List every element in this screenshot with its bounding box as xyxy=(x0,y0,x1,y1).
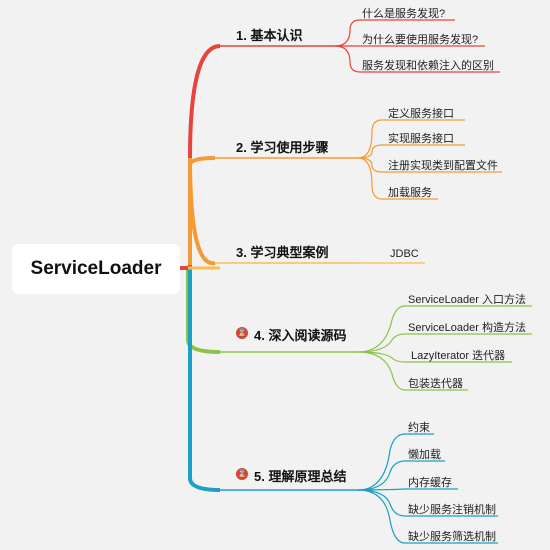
leaf-node[interactable]: 什么是服务发现? xyxy=(362,8,446,20)
root-node[interactable]: ServiceLoader xyxy=(12,244,180,294)
connector-branch-4 xyxy=(186,270,221,354)
connector-branch-2 xyxy=(188,156,216,265)
branch-node-3[interactable]: 3. 学习典型案例 xyxy=(236,242,328,261)
leaf-node[interactable]: 定义服务接口 xyxy=(388,108,454,120)
connector-branch-2-lower xyxy=(188,157,216,266)
leaf-node[interactable]: 内存缓存 xyxy=(408,477,452,489)
connector-leaf-4-1 xyxy=(357,305,532,353)
connector-leaf-2-1 xyxy=(357,119,465,159)
branch-label: 1. 基本认识 xyxy=(236,28,303,43)
connector-leaf-4-2 xyxy=(357,333,532,353)
connector-branch-5 xyxy=(188,270,221,492)
connector-leaf-4-4 xyxy=(357,351,468,391)
leaf-node[interactable]: ServiceLoader 入口方法 xyxy=(408,294,526,306)
connector-leaf-5-5 xyxy=(357,489,498,544)
leaf-node[interactable]: 服务发现和依赖注入的区别 xyxy=(362,60,494,72)
branch-node-5[interactable]: 5. 理解原理总结 xyxy=(254,466,346,485)
branch-node-2[interactable]: 2. 学习使用步骤 xyxy=(236,137,328,156)
leaf-node[interactable]: JDBC xyxy=(390,248,419,260)
connector-leaf-5-4 xyxy=(357,489,498,517)
leaf-node[interactable]: 为什么要使用服务发现? xyxy=(362,34,479,46)
branch-node-1[interactable]: 1. 基本认识 xyxy=(236,25,302,44)
leaf-node[interactable]: LazyIterator 迭代器 xyxy=(411,350,506,362)
connector-leaf-5-1 xyxy=(357,433,434,491)
branch-label: 4. 深入阅读源码 xyxy=(254,328,347,343)
connector-leaf-2-2 xyxy=(357,144,465,159)
connector-leaf-1-1 xyxy=(334,19,455,47)
leaf-node[interactable]: ServiceLoader 构造方法 xyxy=(408,322,526,334)
connector-leaf-4-3 xyxy=(357,351,512,363)
branch-label: 5. 理解原理总结 xyxy=(254,469,347,484)
leaf-node[interactable]: 缺少服务注销机制 xyxy=(408,504,496,516)
root-node-label: ServiceLoader xyxy=(30,258,162,279)
connector-leaf-5-2 xyxy=(357,460,445,491)
hourglass-icon: ⌛ xyxy=(236,468,248,480)
leaf-node[interactable]: 实现服务接口 xyxy=(388,133,454,145)
leaf-node[interactable]: 懒加载 xyxy=(408,449,441,461)
leaf-node[interactable]: 加载服务 xyxy=(388,187,432,199)
connector-leaf-2-3 xyxy=(357,157,502,173)
hourglass-icon: ⌛ xyxy=(236,327,248,339)
branch-node-4[interactable]: 4. 深入阅读源码 xyxy=(254,325,346,344)
leaf-node[interactable]: 注册实现类到配置文件 xyxy=(388,160,498,172)
leaf-node[interactable]: 包装迭代器 xyxy=(408,378,463,390)
branch-label: 3. 学习典型案例 xyxy=(236,245,329,260)
leaf-node[interactable]: 缺少服务筛选机制 xyxy=(408,531,496,543)
connector-leaf-2-4 xyxy=(357,157,438,200)
leaf-node[interactable]: 约束 xyxy=(408,422,430,434)
branch-label: 2. 学习使用步骤 xyxy=(236,140,329,155)
connector-branch-1 xyxy=(180,44,221,270)
connector-leaf-1-3 xyxy=(334,45,500,73)
